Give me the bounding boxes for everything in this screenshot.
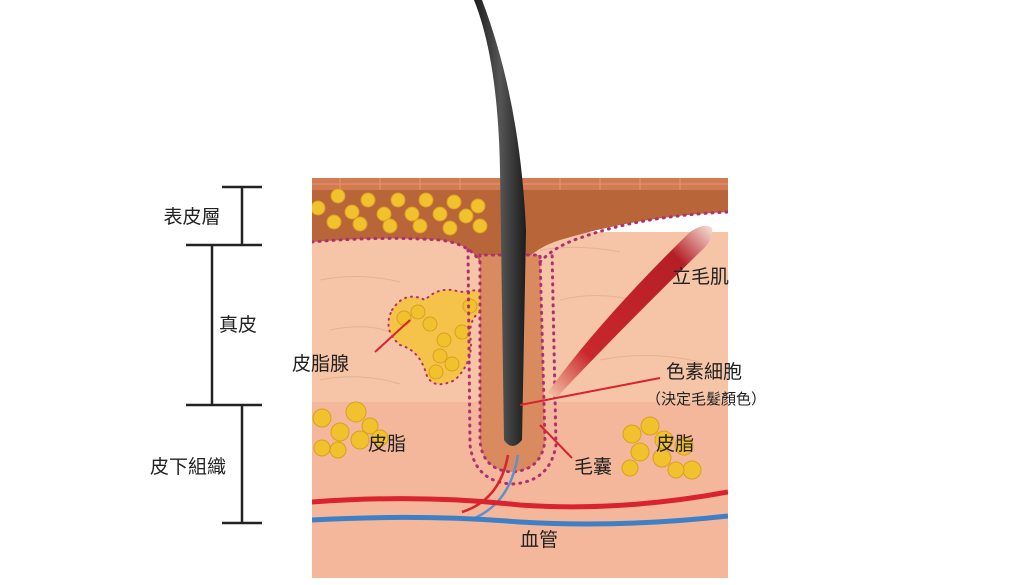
fat-cell <box>376 206 392 222</box>
fat-cell <box>404 206 420 222</box>
layer-bracket <box>186 185 262 525</box>
fat-cell <box>313 439 331 457</box>
fat-cell <box>390 192 406 208</box>
fat-cell <box>472 218 488 234</box>
fat-cell <box>326 214 342 230</box>
label-melanocyte: 色素細胞 <box>666 361 742 383</box>
label-sebaceous-gland: 皮脂腺 <box>292 353 349 375</box>
follicle-dotted-outline <box>466 248 558 486</box>
fat-cell <box>396 310 412 326</box>
fat-cell <box>674 436 694 456</box>
label-follicle: 毛囊 <box>574 456 612 478</box>
fat-cell <box>418 192 434 208</box>
fat-cell <box>667 461 685 479</box>
basal-layer-dots <box>312 210 728 264</box>
label-fat-left: 皮脂 <box>368 433 406 455</box>
sebaceous-gland-cells <box>396 298 478 380</box>
fat-cell <box>454 324 470 340</box>
fat-cell <box>330 188 346 204</box>
fat-cell <box>432 348 448 364</box>
fat-cell <box>312 200 326 216</box>
arrector-pili-muscle <box>548 225 713 398</box>
label-melanocyte-note: （決定毛髮顏色） <box>646 390 766 408</box>
fat-cell <box>350 430 370 450</box>
fat-cell <box>352 216 368 232</box>
fat-cell <box>682 460 702 480</box>
leader-lines <box>374 319 661 459</box>
capillary-blue <box>469 454 520 522</box>
fat-cell <box>458 208 474 224</box>
subcutaneous-fat-right <box>621 416 702 480</box>
fat-cell <box>360 192 376 208</box>
fat-cell <box>622 424 642 444</box>
fat-cell <box>640 416 660 436</box>
fat-cell <box>446 194 462 210</box>
fat-cell <box>442 220 458 236</box>
fat-cell <box>361 417 379 435</box>
fat-cell <box>436 332 452 348</box>
label-fat-right: 皮脂 <box>656 433 694 455</box>
fat-cell <box>412 218 428 234</box>
label-blood-vessel: 血管 <box>520 529 558 551</box>
vein <box>312 513 728 527</box>
label-subcutaneous: 皮下組織 <box>150 456 226 478</box>
fat-cell <box>312 408 332 428</box>
fat-cell <box>652 448 672 468</box>
label-epidermis: 表皮層 <box>163 206 220 228</box>
fat-cell <box>382 218 398 234</box>
fat-cell <box>329 441 347 459</box>
fat-cell <box>630 442 650 462</box>
hair-shaft <box>474 0 526 446</box>
epidermis-fat-cluster <box>312 188 488 236</box>
fat-cell <box>344 204 360 220</box>
fat-cell <box>371 429 389 447</box>
subcutaneous-fat-left <box>312 401 389 459</box>
fat-cell <box>444 356 460 372</box>
fat-cell <box>432 206 448 222</box>
fat-cell <box>410 304 426 320</box>
fat-cell <box>621 459 639 477</box>
label-arrector-pili: 立毛肌 <box>672 266 729 288</box>
fat-cell <box>428 364 444 380</box>
capillary-red <box>461 454 510 514</box>
fat-cell <box>345 401 367 423</box>
fat-cell <box>422 316 438 332</box>
fat-cell <box>470 198 486 214</box>
artery <box>312 489 728 510</box>
label-dermis: 真皮 <box>219 314 257 336</box>
fat-cell <box>330 422 350 442</box>
